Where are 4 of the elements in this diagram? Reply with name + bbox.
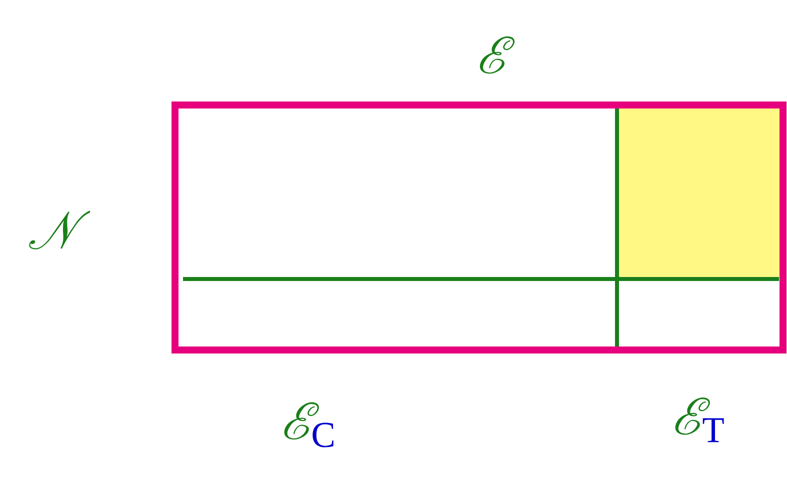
set-label: $\mathscr{E}_{\color{bl}\mathrm{C}}$ <box>284 402 334 448</box>
set-label: $\mathscr{E}_{\color{bl}\mathrm{T}}$ <box>675 397 724 442</box>
set-label: $\mathscr{E}$ <box>480 36 515 74</box>
set-label: $\mathscr{N}$ <box>29 210 90 250</box>
